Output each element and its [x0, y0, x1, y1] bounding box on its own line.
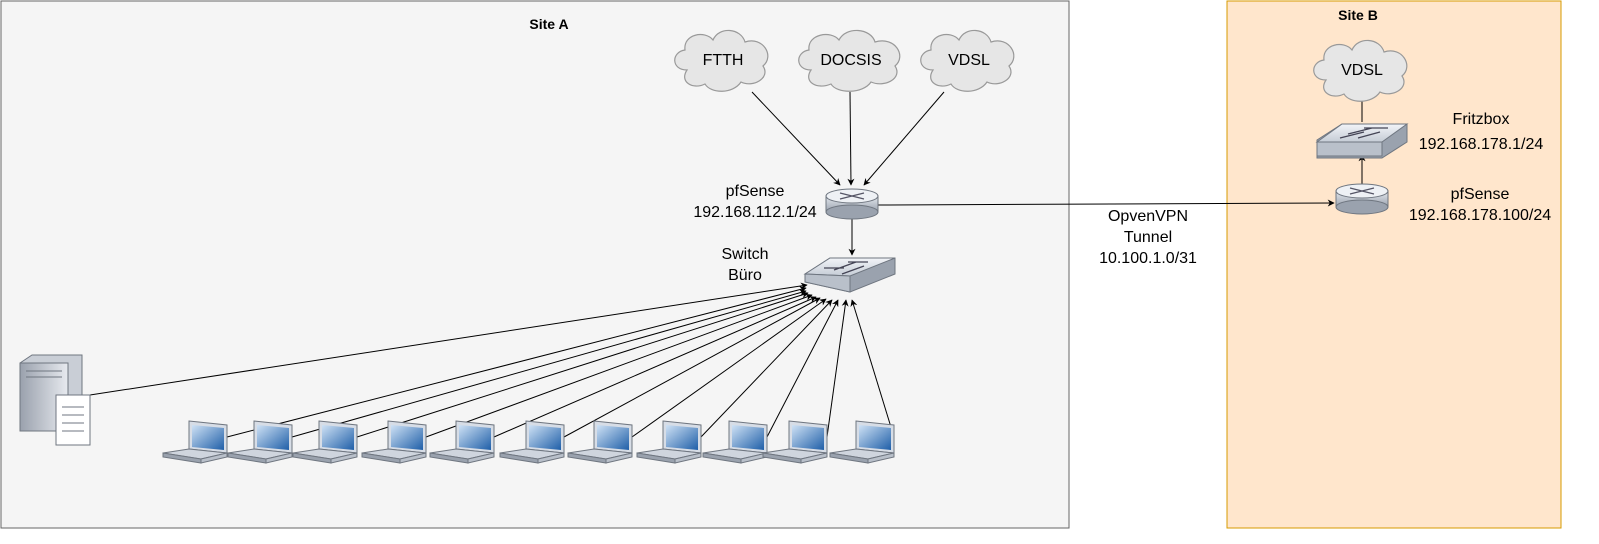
laptops-group	[162, 420, 895, 464]
laptop	[292, 420, 358, 464]
edge-laptop-switch	[226, 286, 807, 438]
edge-laptop-switch	[850, 299, 895, 438]
edge-laptop-switch	[493, 296, 817, 438]
cloud-vdsl-b: VDSL	[1313, 39, 1408, 102]
cloud-label-ftth: FTTH	[703, 52, 744, 69]
switch-icon	[803, 257, 896, 293]
edge-laptop-switch	[766, 299, 839, 438]
edge-laptop-switch	[700, 299, 833, 438]
fritzbox	[1315, 123, 1409, 159]
file-server-icon	[19, 354, 91, 446]
connection-lines	[89, 85, 1366, 438]
cloud-icon	[798, 29, 901, 92]
laptop	[429, 420, 495, 464]
edge-ftth-router	[751, 91, 841, 186]
laptop-icon	[702, 420, 768, 464]
edge-laptop-switch	[826, 299, 849, 438]
laptop-icon	[429, 420, 495, 464]
router-a-name: pfSense	[726, 183, 785, 200]
router-b-name: pfSense	[1451, 186, 1510, 203]
cloud-vdsl-a: VDSL	[920, 29, 1015, 92]
cloud-icon	[674, 29, 769, 92]
edge-laptop-switch	[631, 298, 827, 438]
router-a-ip: 192.168.112.1/24	[693, 204, 816, 221]
router-pfsense-b	[1335, 183, 1389, 215]
site-a-title: Site A	[529, 16, 568, 32]
switch-label-line2: Büro	[728, 267, 762, 284]
laptop	[829, 420, 895, 464]
cloud-icon	[920, 29, 1015, 92]
vpn-label-line2: Tunnel	[1124, 229, 1172, 246]
file-server	[19, 354, 91, 446]
laptop-icon	[227, 420, 293, 464]
switch-label-line1: Switch	[721, 246, 768, 263]
laptop	[702, 420, 768, 464]
router-b-ip: 192.168.178.100/24	[1409, 207, 1551, 224]
laptop-icon	[636, 420, 702, 464]
cloud-docsis: DOCSIS	[798, 29, 901, 92]
laptop	[361, 420, 427, 464]
fritzbox-ip: 192.168.178.1/24	[1419, 136, 1544, 153]
laptop-icon	[567, 420, 633, 464]
edge-docsis-router	[847, 91, 855, 186]
laptop	[762, 420, 828, 464]
laptop-icon	[292, 420, 358, 464]
router-icon	[1335, 183, 1389, 215]
laptop	[499, 420, 565, 464]
router-icon	[825, 188, 879, 220]
laptop	[636, 420, 702, 464]
edge-vdsl-router	[863, 91, 945, 186]
laptop-icon	[762, 420, 828, 464]
laptop-icon	[162, 420, 228, 464]
router-pfsense-a	[825, 188, 879, 220]
fritzbox-name: Fritzbox	[1453, 111, 1510, 128]
switch-buero	[803, 257, 896, 293]
site-b-title: Site B	[1338, 7, 1378, 23]
edge-laptop-switch	[563, 297, 821, 438]
cloud-label-docsis: DOCSIS	[820, 52, 881, 69]
edge-server-switch	[89, 282, 808, 396]
cloud-label-vdsl-a: VDSL	[948, 52, 990, 69]
laptop	[162, 420, 228, 464]
laptop-icon	[499, 420, 565, 464]
laptop-icon	[829, 420, 895, 464]
cloud-label-vdsl-b: VDSL	[1341, 62, 1383, 79]
cloud-icon	[1313, 39, 1408, 102]
edge-laptop-switch	[425, 293, 813, 438]
laptop-icon	[361, 420, 427, 464]
laptop	[227, 420, 293, 464]
cloud-ftth: FTTH	[674, 29, 769, 92]
edge-vpn-tunnel	[877, 199, 1335, 207]
vpn-label-line1: OpvenVPN	[1108, 208, 1188, 225]
laptop	[567, 420, 633, 464]
vpn-label-line3: 10.100.1.0/31	[1099, 250, 1197, 267]
edge-laptop-switch	[356, 291, 809, 438]
switch-icon	[1315, 123, 1409, 159]
edge-laptop-switch	[291, 289, 807, 438]
